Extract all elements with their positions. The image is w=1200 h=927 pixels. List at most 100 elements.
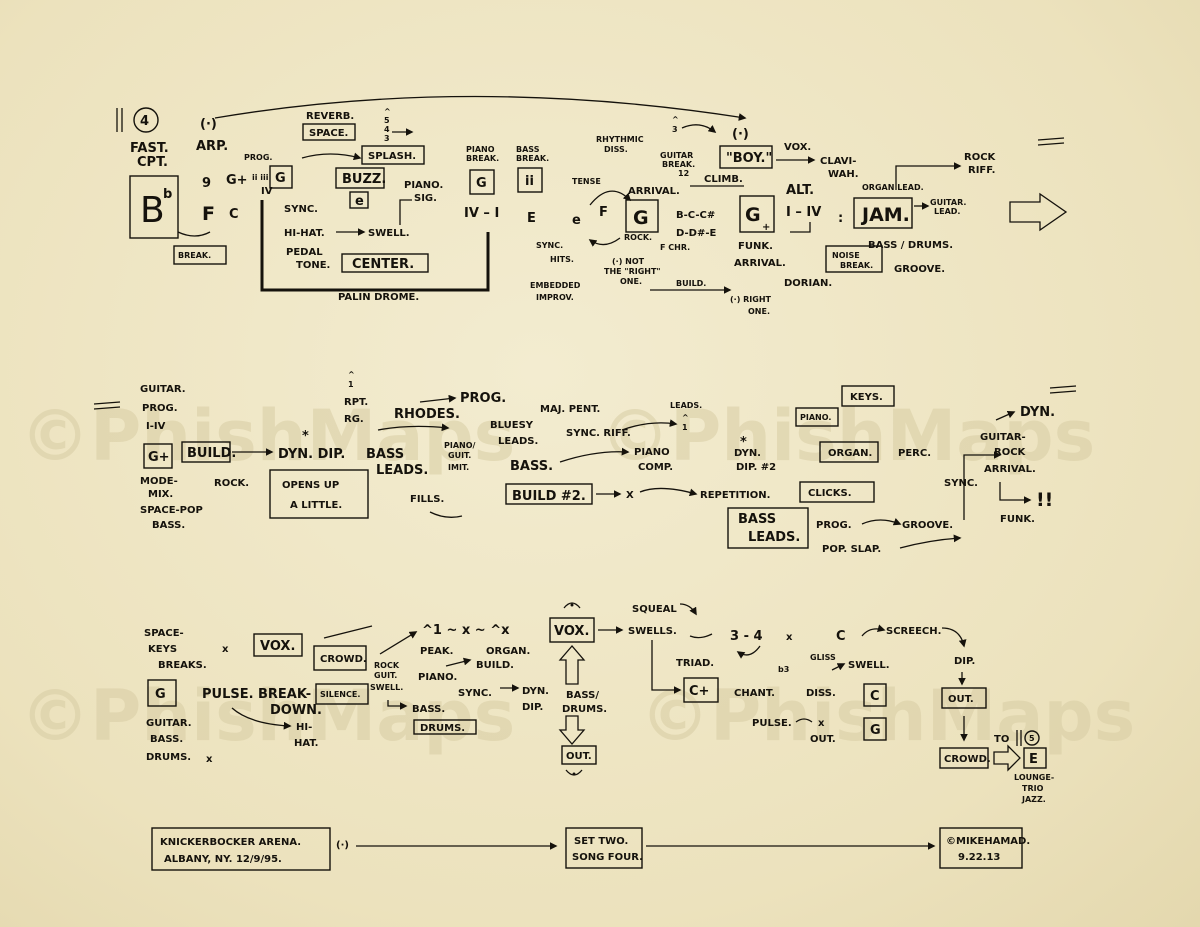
x-to-repetition — [639, 487, 698, 497]
gplus-box-2 — [143, 443, 173, 469]
perc-label: PERC. — [898, 448, 931, 459]
out-box-2 — [941, 687, 987, 709]
squeal-label: SQUEAL — [632, 604, 677, 615]
g-chord-row3: G — [155, 687, 166, 702]
crowd-label: CROWD. — [320, 654, 367, 665]
f-chord: F — [202, 203, 215, 225]
dyn-dip-star: * — [302, 429, 309, 444]
to-splash-arrow — [301, 152, 362, 161]
g-box-row3 — [147, 679, 177, 707]
clavi-label-1: CLAVI- — [820, 156, 856, 167]
guitar-break-label-1: GUITAR — [660, 151, 693, 160]
organ-lead-label: ORGAN LEAD. — [862, 183, 924, 192]
boy-box — [719, 145, 773, 169]
piano-sig-connector — [399, 199, 412, 225]
build2-label: BUILD #2. — [512, 489, 586, 504]
ii-box — [517, 167, 543, 193]
gplus-chord-2: G+ — [148, 450, 170, 465]
embedded-label-2: IMPROV. — [536, 293, 574, 302]
sync-hits-label-1: SYNC. — [536, 241, 563, 250]
leads-label-3: 1 — [682, 423, 688, 432]
up-arrow — [558, 645, 586, 685]
pulse-label: PULSE. — [202, 687, 254, 702]
crowd-label-2: CROWD. — [944, 754, 991, 765]
vox-label: VOX. — [784, 142, 811, 153]
sync-label: SYNC. — [284, 204, 318, 215]
x-label: X — [626, 490, 634, 501]
next-section-number: 5 — [1029, 734, 1035, 743]
chant-label: CHANT. — [734, 688, 775, 699]
bass-leads2-label-2: LEADS. — [748, 530, 800, 545]
not-right-label-3: ONE. — [620, 277, 642, 286]
piano-label-row3: PIANO. — [418, 672, 457, 683]
rpt-label: RPT. — [344, 397, 368, 408]
rock-label: ROCK. — [624, 233, 652, 242]
guitar-rock-label-3: ARRIVAL. — [984, 464, 1036, 475]
continue-arrow — [1009, 192, 1068, 232]
b3-curve — [736, 645, 761, 659]
jam-box — [853, 197, 913, 229]
iv-label: IV — [261, 186, 273, 197]
piano-box — [795, 407, 839, 427]
fermata-arc-top — [563, 602, 581, 609]
breakdown-label-1: BREAK- — [258, 687, 311, 702]
c-box — [863, 683, 887, 707]
arrival-label: ARRIVAL. — [628, 186, 680, 197]
bluesy-label-2: LEADS. — [498, 436, 538, 447]
c-chord: C — [229, 207, 239, 222]
piano-guit-label-1: PIANO/ — [444, 441, 476, 450]
embedded-label-1: EMBEDDED — [530, 281, 581, 290]
jam-label: JAM. — [860, 204, 910, 226]
guitar-rock-label-1: GUITAR- — [980, 432, 1026, 443]
leads-label-2: ^ — [682, 413, 689, 422]
bluesy-label-1: BLUESY — [490, 420, 534, 431]
i-iv-label: I – IV — [786, 205, 821, 220]
row2-start-mark-1 — [93, 401, 121, 405]
fills-label: FILLS. — [410, 494, 444, 505]
silence-label: SILENCE. — [320, 690, 360, 699]
peak-hat-x: ^1 ~ x ~ ^x — [422, 623, 510, 638]
clavi-label-2: WAH. — [828, 169, 859, 180]
climb-label: CLIMB. — [704, 174, 743, 185]
piano-guit-label-2: GUIT. — [448, 451, 471, 460]
fast-label: FAST. — [130, 141, 169, 156]
vox-label-2-row3: VOX. — [554, 624, 589, 639]
dde-label: D-D#-E — [676, 228, 716, 239]
out-label-2: OUT. — [948, 694, 974, 705]
keys-box — [841, 385, 895, 407]
rock-label-2: ROCK. — [214, 478, 249, 489]
groove-label: GROOVE. — [894, 264, 945, 275]
drums-label-row3: DRUMS. — [146, 752, 191, 763]
scale-3: 3 — [384, 134, 390, 143]
screech-to-dip — [941, 627, 967, 648]
piano-comp-label-2: COMP. — [638, 462, 673, 473]
hihat-label-2-row3: HAT. — [294, 738, 318, 749]
bass-leads-label-2: LEADS. — [376, 463, 428, 478]
build-label-row3: BUILD. — [476, 660, 514, 671]
space-keys-label-1: SPACE- — [144, 628, 184, 639]
bcc-label: B-C-C# — [676, 210, 715, 221]
rock-riff-label-2: RIFF. — [968, 165, 995, 176]
fermata-dot-bottom — [572, 772, 576, 776]
piano-to-build — [445, 657, 472, 667]
to-next-arrow — [993, 744, 1021, 772]
g-box-2-label: G — [870, 723, 881, 738]
to-peak-arrow — [379, 631, 418, 655]
pop-slap-arrow — [899, 534, 962, 549]
opens-box — [269, 469, 369, 519]
credit-box — [939, 827, 1023, 869]
e-chord: E — [527, 211, 536, 226]
set-label-1: SET TWO. — [574, 836, 628, 847]
to-rock-riff — [895, 162, 962, 190]
guitar-prog-label-1: GUITAR. — [140, 384, 186, 395]
sync-hits-label-2: HITS. — [550, 255, 574, 264]
colon-sign: : — [838, 211, 843, 226]
rpt-hat: ^ — [348, 370, 355, 379]
to-bass-arrow — [387, 700, 408, 710]
e-flat-chord: e — [572, 213, 581, 228]
arp-label: ARP. — [196, 139, 228, 154]
cpt-label: CPT. — [137, 155, 168, 170]
scale-5: 5 — [384, 116, 390, 125]
boy-label: "BOY." — [726, 151, 772, 166]
row2-start-mark-2 — [93, 406, 121, 410]
